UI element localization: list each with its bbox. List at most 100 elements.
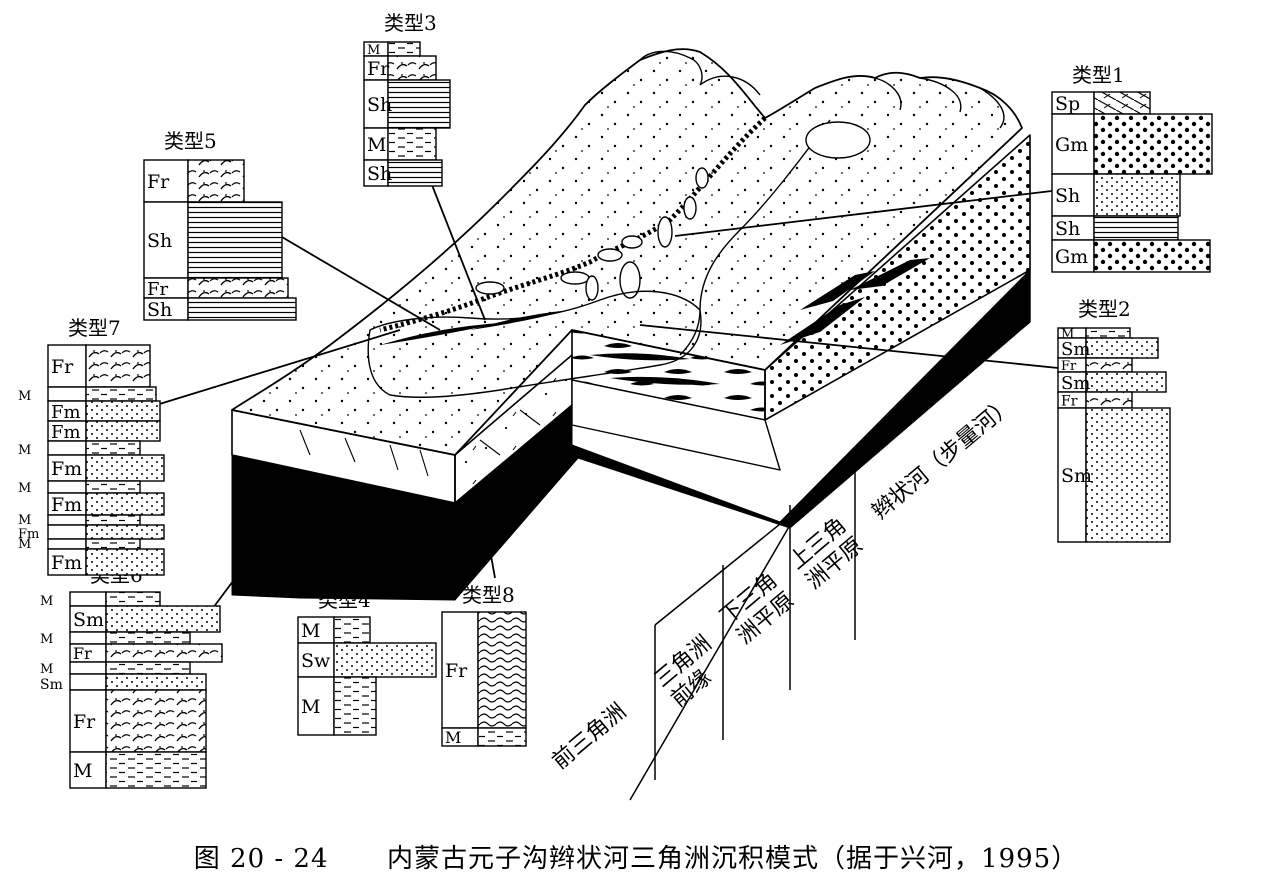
layer-m: M [40,661,191,677]
column-title: 类型5 [164,129,217,153]
layer-code: Fm [51,402,81,423]
layer-code: M [367,134,386,156]
layer-code: Fm [51,458,82,480]
layer-code: Sm [1061,373,1090,394]
layer-fm: Fm [18,524,165,542]
layer-code: Fm [51,422,81,443]
layer-fr: Fr [69,643,223,663]
layer-code: Sp [1055,93,1080,115]
layer-code: M [40,662,53,677]
column-title: 类型3 [384,11,437,35]
figure-title: 内蒙古元子沟辫状河三角洲沉积模式（据于兴河，1995） [387,844,1079,874]
layer-code: Sh [1055,218,1080,240]
column-title: 类型7 [68,316,121,340]
layer-code: M [18,513,31,528]
layer-code: M [18,443,31,458]
column-title: 类型4 [318,588,371,612]
layer-code: M [73,760,92,782]
layer-code: Sh [367,94,392,116]
layer-sm: Sm [1057,407,1171,543]
column-title: 类型1 [1072,63,1125,87]
zone-boundaries [629,270,1031,801]
layer-code: Fm [51,494,82,516]
step-lower-front [571,379,781,471]
zone-prodelta: 前三角洲 [548,699,631,775]
layer-code: Fr [1061,359,1077,374]
figure-caption: 图 20 - 24 内蒙古元子沟辫状河三角洲沉积模式（据于兴河，1995） [0,838,1272,875]
layer-code: Fr [73,711,96,733]
layer-code: Sh [1055,185,1080,207]
layer-m: M [363,127,437,161]
depositional-model-diagram: 前三角洲 三角洲前缘 下三角洲平原 上三角洲平原 辫状河（步量河） 类型1SpG… [18,11,1213,801]
layer-code: Fm [51,552,82,574]
layer-code: Sh [367,163,392,185]
layer-gm: Gm [1051,239,1211,273]
layer-m: M [69,751,207,789]
layer-fr: Fr [69,689,207,753]
layer-m: M [18,513,141,528]
layer-code: Fr [1061,393,1078,409]
layer-fr: Fr [441,611,527,729]
layer-code: M [301,696,320,718]
layer-code: M [40,632,53,647]
layer-code: Fr [147,279,168,300]
layer-code: Fr [445,660,468,682]
stratigraphic-columns: 类型1SpGmShShGm类型2MSmFrSmFrSm类型3MFrShMSh类型… [18,11,1213,789]
front-face-hatching [299,409,541,477]
layer-code: M [18,389,31,404]
upstream-lobes [639,50,1005,129]
layer-code: Sh [147,299,172,321]
layer-sh: Sh [1051,173,1181,217]
layer-code: M [445,728,461,747]
layer-code: Fm [18,527,39,542]
layer-code: Fr [367,58,390,80]
layer-m: M [363,41,421,58]
layer-fm: Fm [47,400,161,423]
layer-fr: Fr [143,159,245,203]
layer-code: Sm [1061,465,1092,487]
layer-sh: Sh [143,201,283,279]
layer-code: Fr [73,644,92,663]
layer-code: M [18,481,31,496]
layer-sm: Sm [1057,371,1167,394]
layer-m: M [18,386,157,404]
layer-sm: Sm [69,605,221,633]
figure-number: 图 20 - 24 [193,844,329,874]
layer-code: Gm [1055,134,1088,156]
layer-code: M [367,43,380,58]
column-title: 类型2 [1078,297,1131,321]
layer-fr: Fr [1057,357,1133,374]
layer-code: Sm [73,609,104,631]
layer-m: M [40,591,161,609]
layer-sp: Sp [1051,91,1151,115]
zone-lower-delta-plain: 下三角洲平原 [716,568,799,650]
leader-lines [139,184,1061,613]
zone-labels: 前三角洲 三角洲前缘 下三角洲平原 上三角洲平原 辫状河（步量河） [548,392,1019,774]
layer-sm: Sm [1057,337,1159,360]
layer-code: M [18,537,31,552]
layer-code: Fr [147,171,170,193]
layer-sh: Sh [143,297,297,321]
layer-fr: Fr [1057,391,1133,409]
layer-code: M [40,594,53,609]
layer-gm: Gm [1051,113,1213,175]
layer-fr: Fr [363,55,437,81]
layer-sh: Sh [1051,215,1179,241]
layer-fm: Fm [47,454,165,482]
layer-m: M [297,676,377,736]
layer-fm: Fm [47,548,165,576]
layer-code: M [301,620,320,642]
layer-code: Gm [1055,246,1088,268]
layer-code: Sw [301,650,331,672]
column-title: 类型8 [462,583,515,607]
layer-code: Sm [1061,339,1090,360]
sand-bodies [380,258,930,385]
layer-m: M [441,727,527,747]
